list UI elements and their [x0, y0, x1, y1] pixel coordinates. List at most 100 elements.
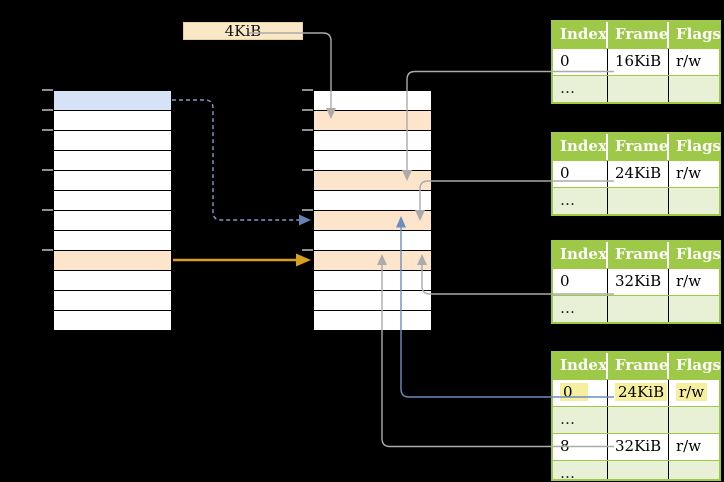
flags-cell	[669, 407, 719, 433]
highlight-mark: 0	[560, 383, 588, 401]
flags-cell	[669, 296, 719, 322]
flags-cell: r/w	[676, 52, 702, 70]
page-table-entry-row	[314, 311, 431, 330]
page-table-24kib: Index Frame Flags 0 24KiB r/w …	[551, 132, 721, 216]
arrowhead-right-icon	[299, 214, 311, 226]
page-table-16kib: Index Frame Flags 0 16KiB r/w …	[551, 20, 721, 104]
page-table-32kib: Index Frame Flags 0 32KiB r/w …	[551, 240, 721, 324]
index-cell: 0	[553, 49, 608, 75]
virtual-page-row	[54, 131, 171, 151]
virtual-page-row	[54, 271, 171, 291]
page-table-entry-row-used	[314, 251, 431, 271]
virtual-page-row	[54, 111, 171, 131]
page-table-entry-row	[314, 231, 431, 251]
tick-mark	[42, 109, 53, 111]
tick-mark	[302, 249, 313, 251]
frame-cell: 24KiB	[608, 380, 669, 406]
highlight-mark: r/w	[676, 383, 708, 401]
table-row: …	[553, 75, 719, 102]
tick-mark	[42, 169, 53, 171]
tick-mark	[42, 249, 53, 251]
connector-virtual-lookup-dashed	[172, 99, 299, 221]
index-cell: 8	[553, 434, 608, 460]
tick-mark	[302, 169, 313, 171]
table-row-highlighted: 0 24KiB r/w	[553, 379, 719, 406]
arrowhead-right-icon	[296, 253, 311, 267]
flags-cell: r/w	[676, 437, 702, 455]
flags-cell: r/w	[676, 164, 702, 182]
column-header: Frame	[608, 353, 669, 379]
table-header: Index Frame Flags	[553, 353, 721, 379]
table-row: …	[553, 295, 719, 322]
flags-cell	[669, 76, 719, 102]
page-table-entry-row	[314, 291, 431, 311]
frame-cell: 32KiB	[608, 434, 669, 460]
table-header: Index Frame Flags	[553, 242, 721, 268]
flags-cell: r/w	[676, 272, 702, 290]
page-table-column	[313, 90, 432, 331]
table-row: 8 32KiB r/w	[553, 433, 719, 460]
index-cell: 0	[553, 380, 608, 406]
page-table-entry-row-used	[314, 211, 431, 231]
column-header: Frame	[608, 242, 669, 268]
column-header: Index	[553, 134, 608, 160]
index-cell: …	[553, 407, 608, 433]
table-row: …	[553, 187, 719, 214]
column-header: Frame	[608, 134, 669, 160]
page-table-entry-row	[314, 271, 431, 291]
virtual-page-row	[54, 171, 171, 191]
virtual-page-row	[54, 231, 171, 251]
page-table-entry-row	[314, 191, 431, 211]
table-row: 0 24KiB r/w	[553, 160, 719, 187]
tick-mark	[302, 209, 313, 211]
virtual-page-row	[54, 191, 171, 211]
page-table-entry-row	[314, 91, 431, 111]
frame-cell	[608, 407, 669, 433]
flags-cell	[669, 188, 719, 214]
index-cell: …	[553, 188, 608, 214]
column-header: Index	[553, 22, 608, 48]
tick-mark	[42, 209, 53, 211]
virtual-page-row-mapped	[54, 251, 171, 271]
page-table-entry-row	[314, 151, 431, 171]
index-cell: 0	[553, 161, 608, 187]
frame-cell	[608, 461, 669, 479]
index-cell: …	[553, 296, 608, 322]
tick-mark	[302, 109, 313, 111]
column-header: Index	[553, 353, 608, 379]
frame-cell: 32KiB	[608, 269, 669, 295]
virtual-page-row-selected	[54, 91, 171, 111]
column-header: Flags	[676, 245, 721, 263]
tick-mark	[302, 129, 313, 131]
column-header: Flags	[676, 137, 721, 155]
highlight-mark: 24KiB	[615, 383, 668, 401]
page-size-label: 4KiB	[183, 22, 303, 40]
index-cell: …	[553, 461, 608, 479]
frame-cell	[608, 76, 669, 102]
column-header: Frame	[608, 22, 669, 48]
column-header: Index	[553, 242, 608, 268]
frame-cell: 16KiB	[608, 49, 669, 75]
column-header: Flags	[676, 356, 721, 374]
page-table-entry-row-used	[314, 111, 431, 131]
frame-cell: 24KiB	[608, 161, 669, 187]
frame-cell	[608, 296, 669, 322]
tick-mark	[302, 89, 313, 91]
page-table-entry-row	[314, 131, 431, 151]
column-header: Flags	[676, 25, 721, 43]
tick-mark	[42, 89, 53, 91]
virtual-page-row	[54, 211, 171, 231]
virtual-page-row	[54, 291, 171, 311]
flags-cell	[669, 461, 719, 479]
index-cell: …	[553, 76, 608, 102]
virtual-page-row	[54, 311, 171, 330]
index-cell: 0	[553, 269, 608, 295]
level1-page-table: Index Frame Flags 0 24KiB r/w … 8 32KiB …	[551, 351, 721, 481]
frame-cell	[608, 188, 669, 214]
virtual-memory-column	[53, 90, 172, 331]
table-header: Index Frame Flags	[553, 134, 721, 160]
flags-cell: r/w	[669, 380, 719, 406]
table-row: 0 32KiB r/w	[553, 268, 719, 295]
virtual-page-row	[54, 151, 171, 171]
